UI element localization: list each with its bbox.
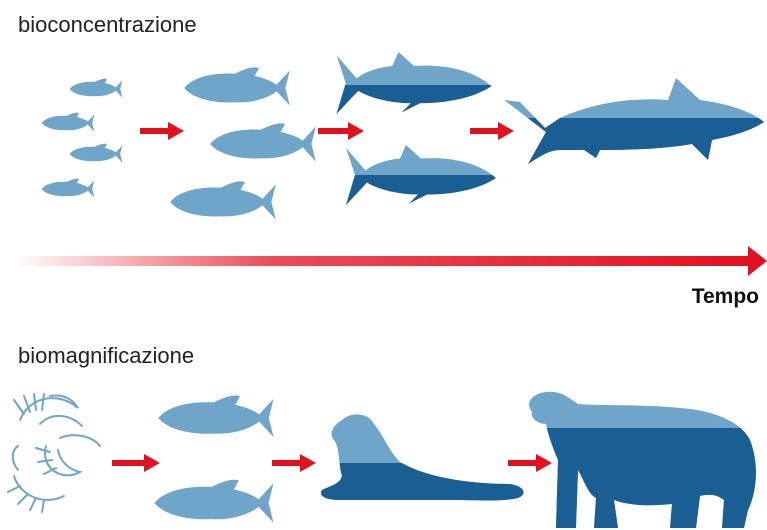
arrow-icon [508,454,552,472]
snapper-icon [170,67,316,219]
krill-icon [8,394,100,512]
arrow-icon [470,122,514,140]
snapper-icon [154,395,273,522]
polar-bear-icon [529,392,756,528]
arrow-icon [140,122,184,140]
shark-icon [504,78,764,164]
sardine-icon [42,79,123,198]
seal-icon [321,414,524,500]
arrow-icon [318,122,364,140]
biomagnification-title: biomagnificazione [18,343,194,369]
arrow-icon [112,454,160,472]
arrow-icon [272,454,316,472]
time-axis-arrow [14,246,767,276]
bioconcentration-title: bioconcentrazione [18,12,197,38]
time-axis-label: Tempo [692,285,759,309]
